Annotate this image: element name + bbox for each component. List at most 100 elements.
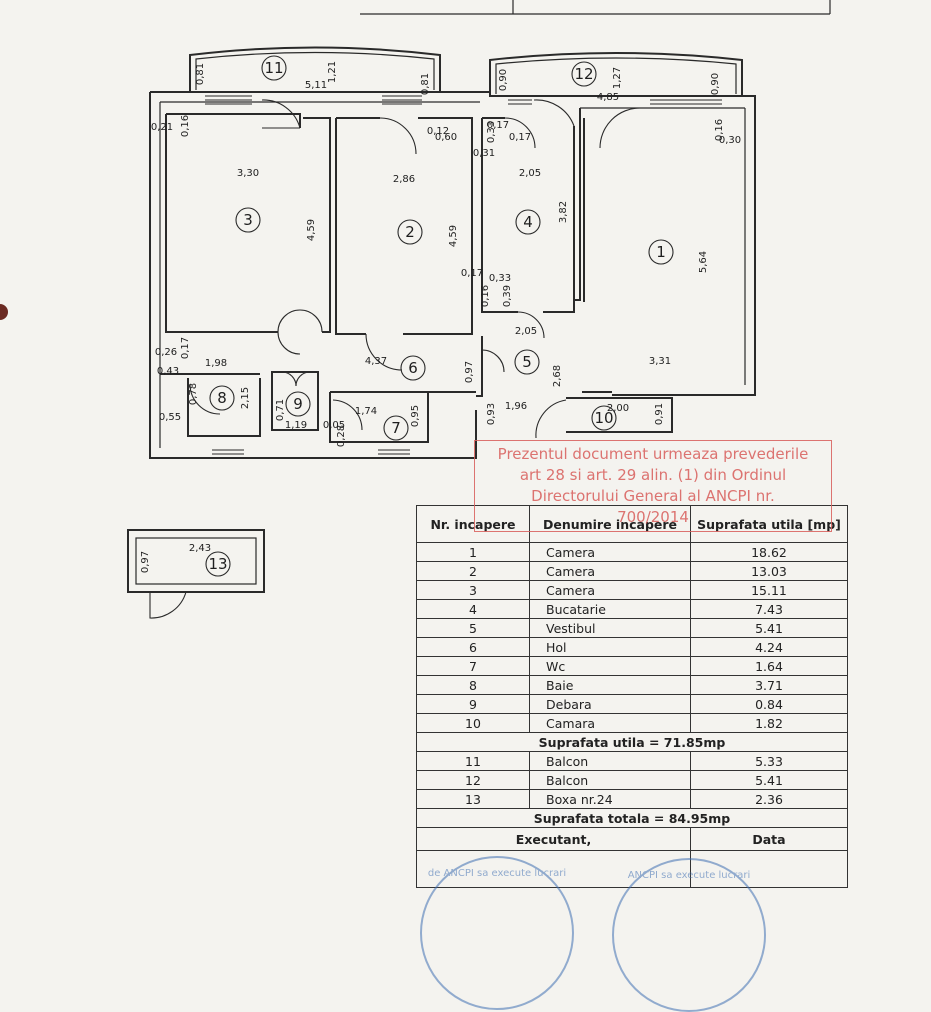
cell-suprafata: 4.24 xyxy=(690,637,848,657)
dimension-label: 1,96 xyxy=(505,401,527,412)
room-1-marker: 1 xyxy=(648,239,674,265)
dimension-label: 0,26 xyxy=(155,347,177,358)
dimension-label: 4,85 xyxy=(597,92,619,103)
cell-suprafata: 5.33 xyxy=(690,751,848,771)
room-number: 5 xyxy=(522,353,532,371)
dimension-label: 0,16 xyxy=(480,285,491,307)
cell-nr: 7 xyxy=(416,656,530,676)
room-circle xyxy=(400,355,426,381)
room-circle xyxy=(383,415,409,441)
cell-denumire: Vestibul xyxy=(529,618,691,638)
dimension-label: 2,00 xyxy=(607,403,629,414)
cell-nr: 6 xyxy=(416,637,530,657)
cell-denumire: Debara xyxy=(529,694,691,714)
cell-suprafata: 15.11 xyxy=(690,580,848,600)
cell-suprafata: 18.62 xyxy=(690,542,848,562)
executant-label: Executant, xyxy=(416,827,691,851)
dimension-label: 0,28 xyxy=(336,425,347,447)
cell-denumire: Bucatarie xyxy=(529,599,691,619)
room-7-marker: 7 xyxy=(383,415,409,441)
dimension-label: 0,95 xyxy=(410,405,421,427)
dimension-label: 0,90 xyxy=(710,73,721,95)
cell-suprafata: 1.64 xyxy=(690,656,848,676)
dimension-label: 5,11 xyxy=(305,80,327,91)
dimension-label: 2,05 xyxy=(515,326,537,337)
util-total: Suprafata utila = 71.85mp xyxy=(416,732,848,752)
room-number: 1 xyxy=(656,243,666,261)
dimension-label: 5,64 xyxy=(698,251,709,273)
room-circle xyxy=(514,349,540,375)
cell-suprafata: 5.41 xyxy=(690,618,848,638)
dimension-label: 1,74 xyxy=(355,406,377,417)
data-label: Data xyxy=(690,827,848,851)
dimension-label: 0,33 xyxy=(486,121,497,143)
dimension-label: 2,68 xyxy=(552,365,563,387)
outer-walls xyxy=(149,91,756,459)
cell-suprafata: 7.43 xyxy=(690,599,848,619)
dimension-label: 1,27 xyxy=(612,67,623,89)
cell-suprafata: 2.36 xyxy=(690,789,848,809)
room-8-marker: 8 xyxy=(209,385,235,411)
room-3-marker: 3 xyxy=(235,207,261,233)
dimension-label: 0,17 xyxy=(180,337,191,359)
dimension-label: 0,71 xyxy=(275,399,286,421)
room-number: 8 xyxy=(217,389,227,407)
cell-nr: 13 xyxy=(416,789,530,809)
dimension-label: 0,17 xyxy=(509,132,531,143)
room-circle xyxy=(591,405,617,431)
boxa-13-outline xyxy=(127,529,265,619)
cell-denumire: Balcon xyxy=(529,770,691,790)
dimension-label: 3,30 xyxy=(237,168,259,179)
dimension-label: 0,21 xyxy=(151,122,173,133)
cell-denumire: Boxa nr.24 xyxy=(529,789,691,809)
dimension-label: 0,43 xyxy=(157,366,179,377)
table-header: Nr. incapere Denumire incapere Suprafata… xyxy=(416,505,848,543)
cell-suprafata: 0.84 xyxy=(690,694,848,714)
cell-nr: 8 xyxy=(416,675,530,695)
cell-denumire: Camera xyxy=(529,542,691,562)
room-6-marker: 6 xyxy=(400,355,426,381)
room-circle xyxy=(515,209,541,235)
dimension-label: 4,59 xyxy=(306,219,317,241)
grand-total: Suprafata totala = 84.95mp xyxy=(416,808,848,828)
executant-row: Executant,Data xyxy=(416,827,848,851)
room-circle xyxy=(648,239,674,265)
room-11-marker: 11 xyxy=(261,55,287,81)
cell-suprafata: 1.82 xyxy=(690,713,848,733)
dimension-label: 0,78 xyxy=(188,383,199,405)
cell-denumire: Hol xyxy=(529,637,691,657)
dimension-label: 3,31 xyxy=(649,356,671,367)
cell-nr: 5 xyxy=(416,618,530,638)
dimension-label: 0,30 xyxy=(719,135,741,146)
dimension-label: 2,05 xyxy=(519,168,541,179)
dimension-label: 1,21 xyxy=(327,61,338,83)
cell-nr: 12 xyxy=(416,770,530,790)
dimension-label: 0,17 xyxy=(461,268,483,279)
room-number: 10 xyxy=(594,409,613,427)
dimension-label: 0,60 xyxy=(435,132,457,143)
dimension-label: 0,05 xyxy=(323,420,345,431)
dimension-label: 0,33 xyxy=(489,273,511,284)
cell-suprafata: 13.03 xyxy=(690,561,848,581)
dimension-label: 0,31 xyxy=(473,148,495,159)
util-total-row: Suprafata utila = 71.85mp xyxy=(416,732,848,752)
dimension-label: 2,43 xyxy=(189,543,211,554)
top-frame-fragment xyxy=(360,0,831,15)
balcony-12-outline xyxy=(489,52,743,96)
dimension-label: 0,97 xyxy=(464,361,475,383)
room-number: 9 xyxy=(293,395,303,413)
room-2-marker: 2 xyxy=(397,219,423,245)
room-9-marker: 9 xyxy=(285,391,311,417)
